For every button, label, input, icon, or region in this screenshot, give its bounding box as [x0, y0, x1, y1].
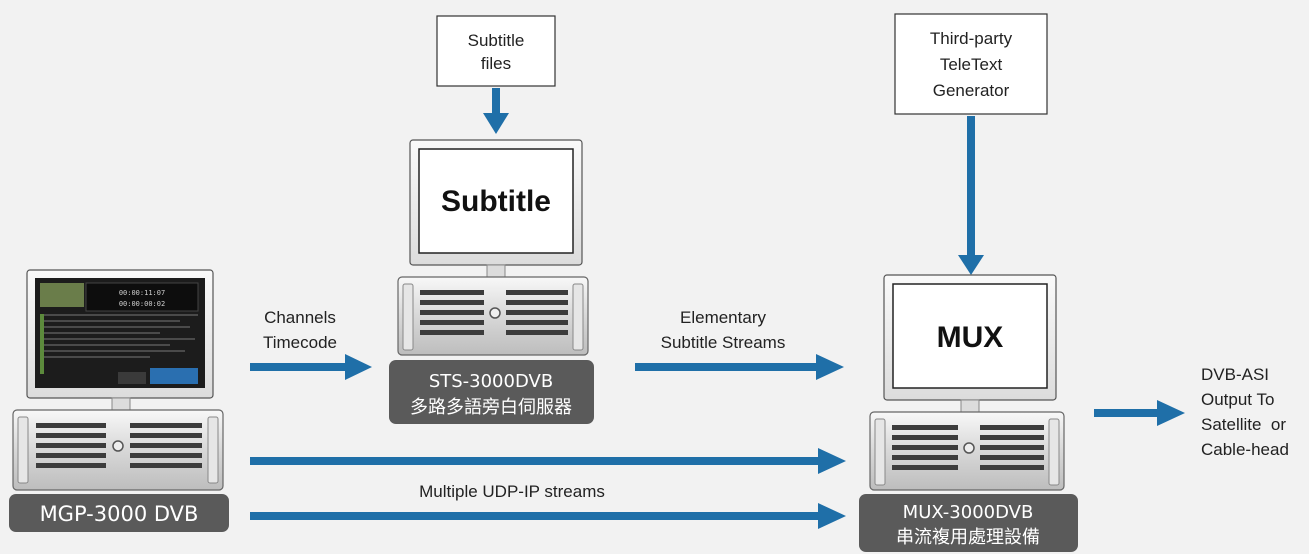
mux-label-line2: 串流複用處理設備: [896, 527, 1040, 548]
teletext-text-2: TeleText: [940, 55, 1003, 74]
sts-label: STS-3000DVB 多路多語旁白伺服器: [389, 360, 594, 424]
sts-server: Subtitle STS-3000DVB 多路多語旁白伺服器: [389, 139, 594, 424]
mux-case: [869, 411, 1065, 491]
mux-server: MUX MUX-3000DVB 串流複用處理設備: [859, 274, 1078, 552]
mgp-label-text: MGP-3000 DVB: [40, 502, 199, 526]
output-line-4: Cable-head: [1201, 440, 1289, 459]
subtitle-files-box: Subtitle files: [436, 15, 556, 87]
arrow-mgp-to-mux-upper: [250, 448, 846, 474]
udp-streams-label: Multiple UDP-IP streams: [419, 482, 605, 501]
sts-label-line1: STS-3000DVB: [429, 371, 553, 392]
mgp-screen-time-2: 00:00:00:02: [119, 300, 165, 308]
output-text: DVB-ASI Output To Satellite or Cable-hea…: [1201, 365, 1289, 459]
arrow-subtitle-files-down: [483, 88, 509, 134]
subtitle-files-text-1: Subtitle: [468, 31, 525, 50]
timecode-label: Timecode: [263, 333, 337, 352]
mux-screen-text: MUX: [937, 321, 1004, 354]
output-line-2: Output To: [1201, 390, 1274, 409]
subtitle-files-text-2: files: [481, 54, 511, 73]
teletext-text-1: Third-party: [930, 29, 1013, 48]
arrow-elementary-streams: [635, 354, 844, 380]
output-line-1: DVB-ASI: [1201, 365, 1269, 384]
arrow-dvb-asi-output: [1094, 400, 1185, 426]
mgp-label: MGP-3000 DVB: [9, 494, 229, 532]
sts-label-line2: 多路多語旁白伺服器: [410, 397, 572, 418]
elementary-label: Elementary: [680, 308, 766, 327]
mux-monitor: MUX: [883, 274, 1057, 413]
sts-case: [397, 276, 589, 356]
output-line-3: Satellite or: [1201, 415, 1286, 434]
arrow-channels-timecode: [250, 354, 372, 380]
arrow-mgp-to-mux-lower: [250, 503, 846, 529]
mgp-monitor: 00:00:11:07 00:00:00:02: [26, 269, 214, 411]
sts-monitor: Subtitle: [409, 139, 583, 278]
teletext-text-3: Generator: [933, 81, 1010, 100]
mgp-screen-time-1: 00:00:11:07: [119, 289, 165, 297]
mux-label: MUX-3000DVB 串流複用處理設備: [859, 494, 1078, 552]
mux-label-line1: MUX-3000DVB: [903, 502, 1034, 523]
subtitle-streams-label: Subtitle Streams: [661, 333, 786, 352]
sts-screen-text: Subtitle: [441, 185, 551, 218]
arrow-teletext-down: [958, 116, 984, 275]
mgp-case: [12, 409, 224, 491]
channels-label: Channels: [264, 308, 336, 327]
mgp-server: 00:00:11:07 00:00:00:02 MGP-3000 DVB: [9, 269, 229, 532]
teletext-generator-box: Third-party TeleText Generator: [894, 13, 1048, 115]
